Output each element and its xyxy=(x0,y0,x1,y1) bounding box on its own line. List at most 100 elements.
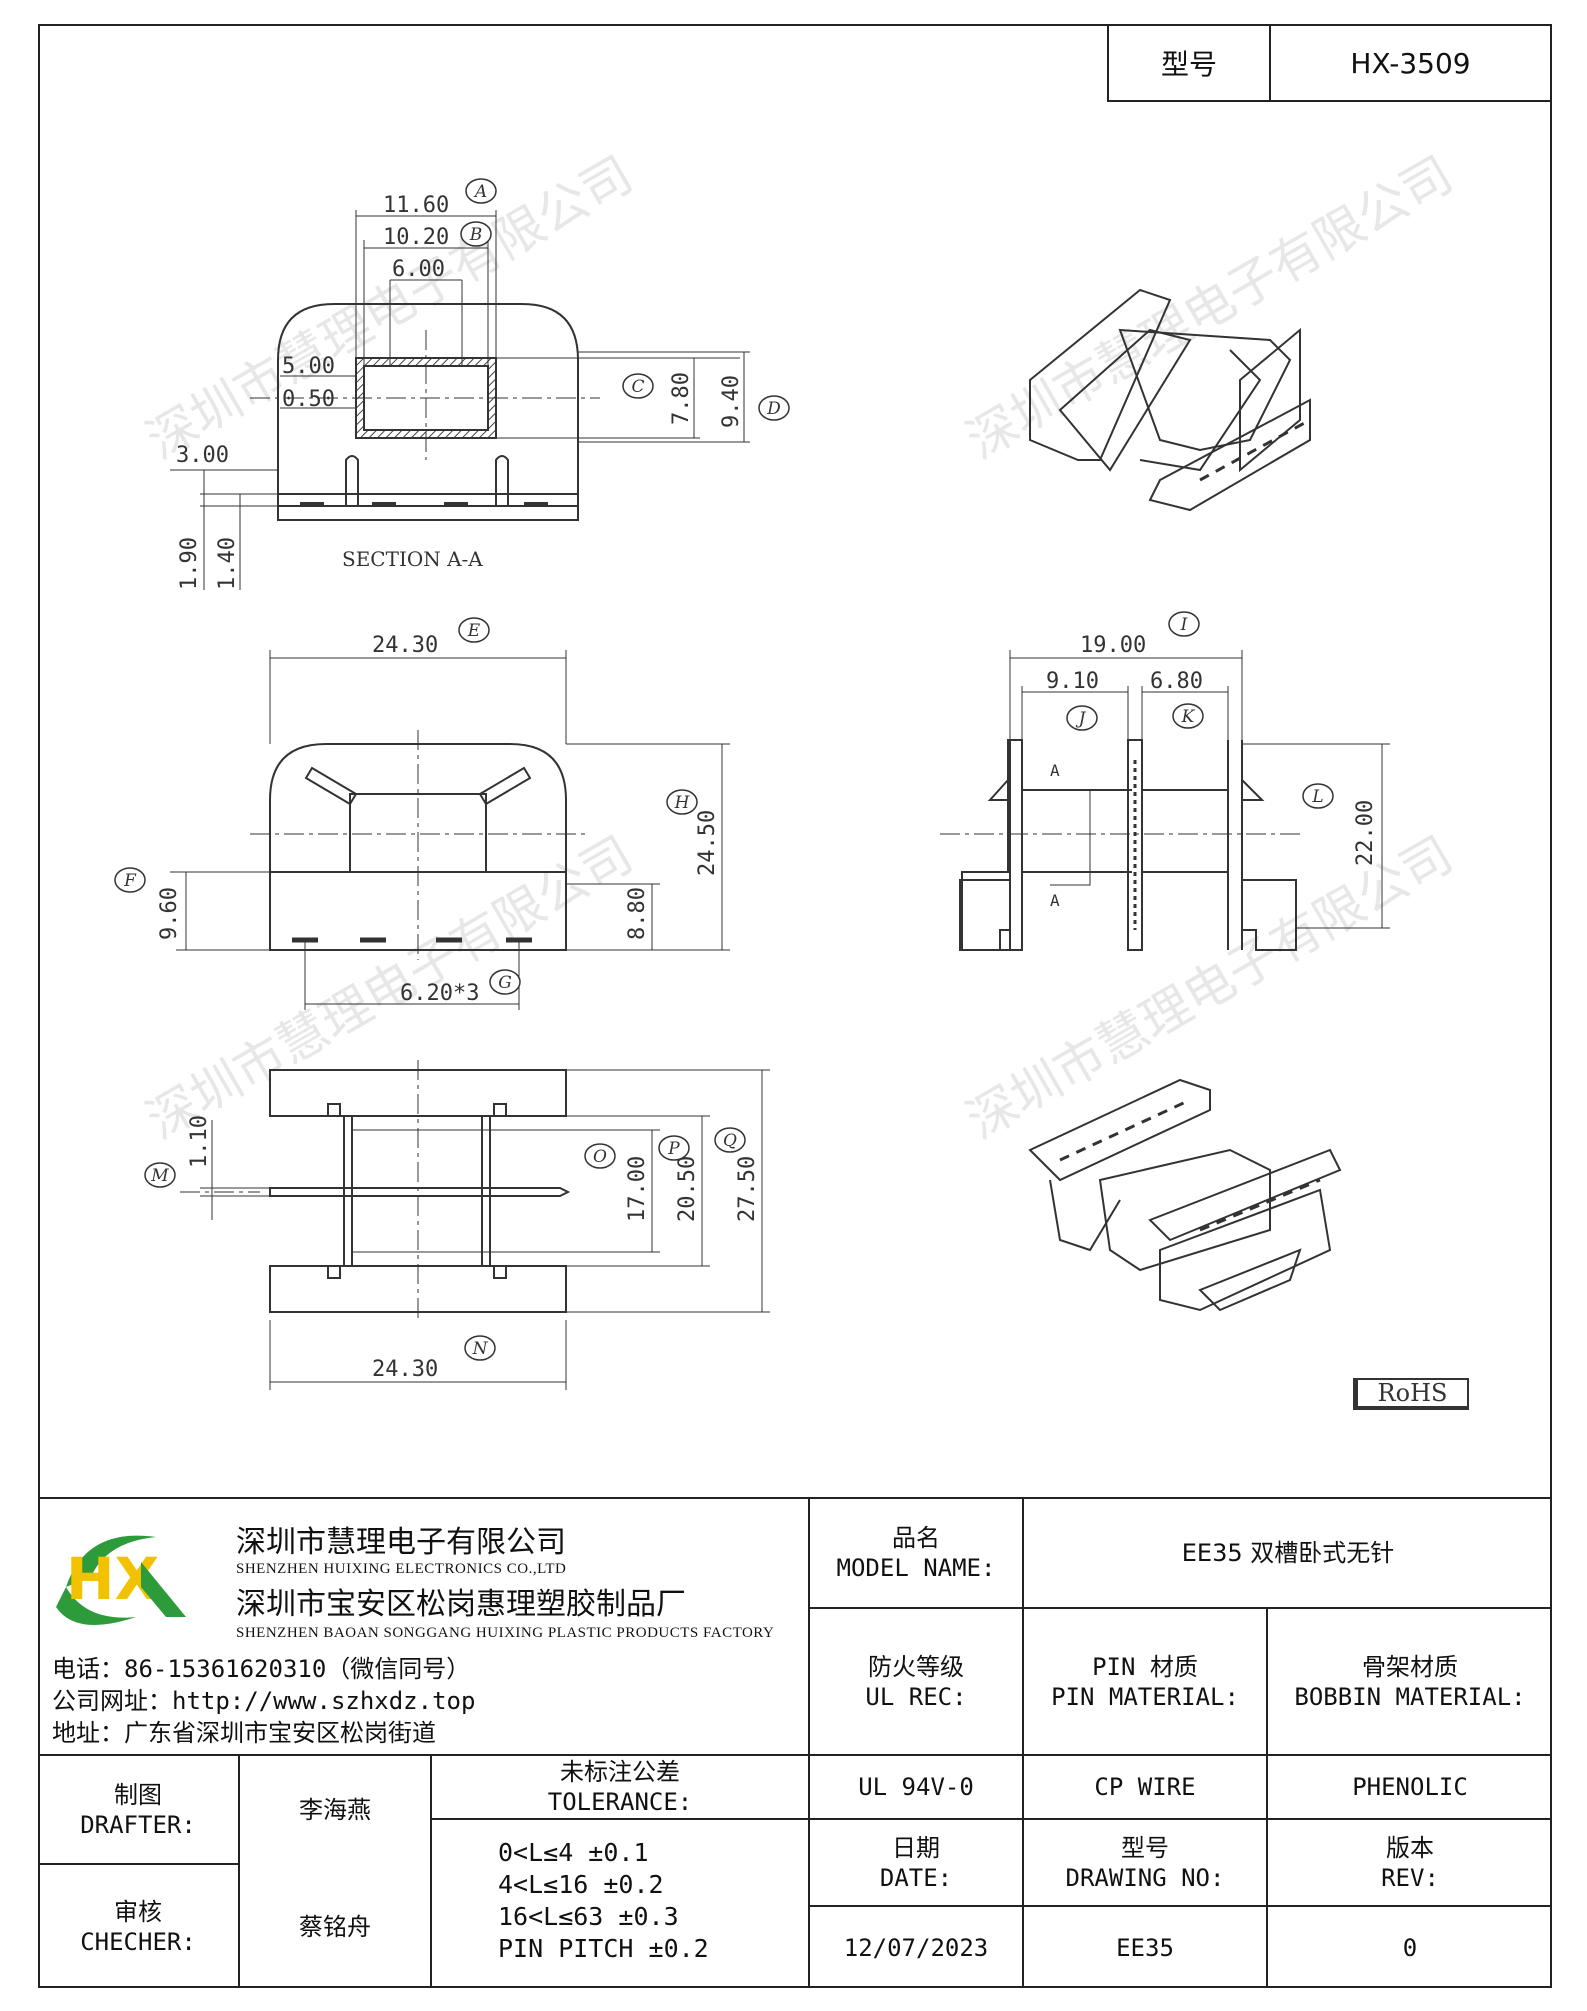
dim-24-50: 24.50 xyxy=(695,810,720,876)
rev-label-cn: 版本 xyxy=(1386,1833,1434,1862)
drawing-sheet-border xyxy=(38,24,1552,1988)
company-info: HX 深圳市慧理电子有限公司 SHENZHEN HUIXING ELECTRON… xyxy=(38,1497,808,1754)
drawing-no-label-cn: 型号 xyxy=(1121,1833,1169,1862)
tb-line xyxy=(430,1818,1552,1820)
drawing-no-label: 型号 DRAWING NO: xyxy=(1024,1820,1266,1905)
isometric-view-bottom xyxy=(1028,1078,1342,1312)
ul-rec-label-en: UL REC: xyxy=(865,1682,967,1711)
model-number-box: 型号 HX-3509 xyxy=(1107,24,1552,102)
factory-name-en: SHENZHEN BAOAN SONGGANG HUIXING PLASTIC … xyxy=(236,1625,775,1641)
dim-17-00: 17.00 xyxy=(625,1156,650,1222)
isometric-view-top xyxy=(1029,288,1311,512)
bobbin-material-value: PHENOLIC xyxy=(1352,1773,1468,1801)
dim-7-80: 7.80 xyxy=(669,372,694,425)
marker-h: H xyxy=(674,793,691,813)
marker-b: B xyxy=(469,225,483,245)
dim-1-40: 1.40 xyxy=(215,537,240,590)
tolerance-row: 4<L≤16 ±0.2 xyxy=(498,1870,664,1899)
tb-line xyxy=(430,1754,432,1988)
tolerance-row: 0<L≤4 ±0.1 xyxy=(498,1838,649,1867)
dim-19-00: 19.00 xyxy=(1080,633,1146,658)
dim-11-60: 11.60 xyxy=(383,193,449,218)
dim-24-30-bottom: 24.30 xyxy=(372,1357,438,1382)
drafter-label: 制图 DRAFTER: xyxy=(38,1756,238,1863)
tb-line xyxy=(38,1497,1552,1499)
tb-line xyxy=(808,1607,1552,1609)
tolerance-row: PIN PITCH ±0.2 xyxy=(498,1934,709,1963)
tb-line xyxy=(808,1905,1552,1907)
company-name-en: SHENZHEN HUIXING ELECTRONICS CO.,LTD xyxy=(236,1561,567,1577)
watermark-group: 深圳市慧理电子有限公司 深圳市慧理电子有限公司 深圳市慧理电子有限公司 深圳市慧… xyxy=(137,145,1462,1150)
rev-label-en: REV: xyxy=(1381,1863,1439,1892)
marker-q: Q xyxy=(723,1131,737,1151)
company-phone: 电话：86-15361620310（微信同号） xyxy=(52,1655,471,1683)
ul-rec-label: 防火等级 UL REC: xyxy=(810,1609,1022,1754)
ul-rec-value: UL 94V-0 xyxy=(858,1773,974,1801)
marker-c: C xyxy=(631,377,644,397)
dim-1-90: 1.90 xyxy=(177,537,202,590)
front-view xyxy=(170,650,730,1010)
section-a-a-view xyxy=(170,210,750,590)
dim-6-00: 6.00 xyxy=(392,257,445,282)
model-name-label-en: MODEL NAME: xyxy=(836,1554,996,1582)
dim-6-80: 6.80 xyxy=(1150,669,1203,694)
marker-k: K xyxy=(1181,707,1196,727)
ul-rec-label-cn: 防火等级 xyxy=(868,1652,964,1681)
tb-line xyxy=(238,1754,240,1988)
tb-line xyxy=(808,1497,810,1988)
tb-line xyxy=(1022,1497,1024,1988)
marker-l: L xyxy=(1311,787,1323,807)
title-block: HX 深圳市慧理电子有限公司 SHENZHEN HUIXING ELECTRON… xyxy=(38,1497,1552,1988)
rohs-mark: RoHS xyxy=(1353,1378,1469,1410)
date-value: 12/07/2023 xyxy=(843,1933,989,1962)
tolerance-row: 16<L≤63 ±0.3 xyxy=(498,1902,679,1931)
side-view xyxy=(940,650,1390,951)
company-website: 公司网址：http://www.szhxdz.top xyxy=(52,1687,476,1715)
marker-i: I xyxy=(1180,615,1188,635)
dim-1-10: 1.10 xyxy=(187,1115,212,1168)
section-letter-a-top: A xyxy=(1050,761,1060,780)
date-label: 日期 DATE: xyxy=(810,1820,1022,1905)
model-name-label: 品名 MODEL NAME: xyxy=(810,1499,1022,1607)
technical-drawing: 深圳市慧理电子有限公司 深圳市慧理电子有限公司 深圳市慧理电子有限公司 深圳市慧… xyxy=(114,145,1462,1390)
marker-j: J xyxy=(1076,709,1087,729)
company-logo: HX xyxy=(56,1535,186,1625)
dim-24-30-top: 24.30 xyxy=(372,633,438,658)
drafter-label-en: DRAFTER: xyxy=(80,1810,196,1839)
drawing-no-value: EE35 xyxy=(1116,1933,1174,1962)
tb-line xyxy=(38,1863,238,1865)
tb-line xyxy=(38,1754,1552,1756)
pin-material-label-en: PIN MATERIAL: xyxy=(1051,1682,1239,1711)
model-name-value: EE35 双槽卧式无针 xyxy=(1181,1539,1395,1567)
tolerance-label: 未标注公差 TOLERANCE: xyxy=(432,1756,808,1818)
marker-o: O xyxy=(593,1147,607,1167)
dim-20-50: 20.50 xyxy=(675,1156,700,1222)
pin-material-label: PIN 材质 PIN MATERIAL: xyxy=(1024,1609,1266,1754)
dim-6-20x3: 6.20*3 xyxy=(400,981,479,1006)
drafter-label-cn: 制图 xyxy=(114,1780,162,1809)
marker-f: F xyxy=(123,871,137,891)
marker-m: M xyxy=(150,1166,169,1186)
marker-e: E xyxy=(467,621,481,641)
rev-value: 0 xyxy=(1402,1933,1418,1962)
date-label-en: DATE: xyxy=(879,1863,953,1892)
bobbin-material-label-cn: 骨架材质 xyxy=(1362,1652,1458,1681)
tb-line xyxy=(1266,1607,1268,1988)
marker-d: D xyxy=(766,399,781,419)
marker-a: A xyxy=(473,182,487,202)
drafter-value: 李海燕 xyxy=(299,1795,371,1824)
bottom-view xyxy=(180,1060,770,1390)
model-value: HX-3509 xyxy=(1350,46,1471,80)
bobbin-material-label: 骨架材质 BOBBIN MATERIAL: xyxy=(1268,1609,1552,1754)
model-name-label-cn: 品名 xyxy=(892,1524,940,1552)
checker-label: 审核 CHECHER: xyxy=(38,1865,238,1988)
company-name-cn: 深圳市慧理电子有限公司 xyxy=(236,1525,566,1560)
factory-name-cn: 深圳市宝安区松岗惠理塑胶制品厂 xyxy=(236,1587,686,1622)
section-letter-a-bottom: A xyxy=(1050,891,1060,910)
checker-value: 蔡铭舟 xyxy=(299,1912,371,1941)
dim-3-00: 3.00 xyxy=(176,443,229,468)
rev-label: 版本 REV: xyxy=(1268,1820,1552,1905)
pin-material-value: CP WIRE xyxy=(1094,1773,1196,1801)
pin-material-label-cn: PIN 材质 xyxy=(1092,1652,1198,1681)
date-label-cn: 日期 xyxy=(892,1833,940,1862)
